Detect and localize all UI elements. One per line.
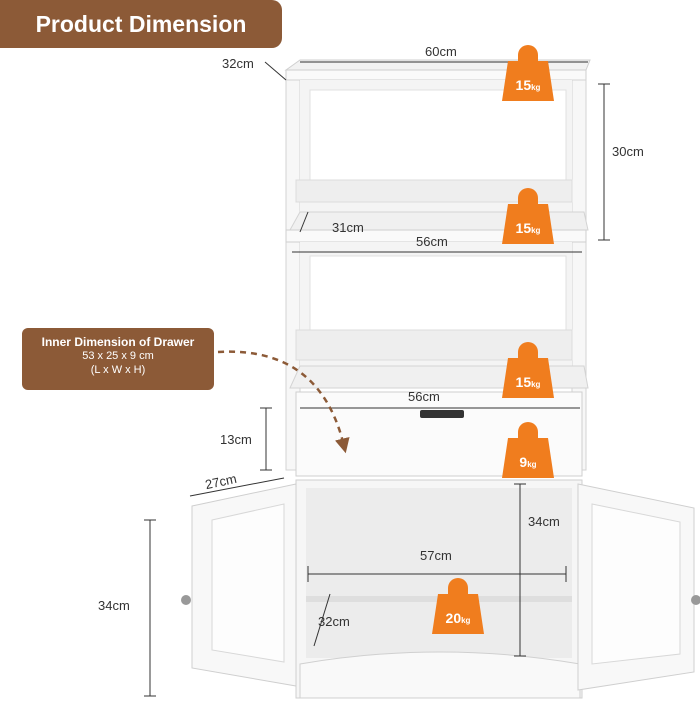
upper-shelf-lip — [295, 179, 573, 203]
weight-drawer-unit: kg — [527, 460, 537, 469]
drawer-info-size: 53 x 25 x 9 cm — [82, 350, 154, 362]
weight-middle-value: 15 — [515, 220, 532, 236]
weight-middle-unit: kg — [531, 226, 541, 235]
drawer-handle — [420, 410, 464, 418]
drawer-info-box: Inner Dimension of Drawer 53 x 25 x 9 cm… — [22, 328, 214, 390]
page-title: Product Dimension — [0, 0, 282, 48]
drawer-height-label: 13cm — [220, 432, 252, 447]
top-width-label: 60cm — [425, 44, 457, 59]
drawer-info-title: Inner Dimension of Drawer — [41, 335, 195, 349]
weight-lower-unit: kg — [531, 380, 541, 389]
weight-cabinet-value: 20 — [445, 610, 462, 626]
weight-cabinet: 20kg — [435, 599, 481, 639]
right-door-knob — [691, 595, 700, 605]
left-door-knob — [181, 595, 191, 605]
shelf-height-label: 30cm — [612, 144, 644, 159]
weight-lower: 15kg — [505, 363, 551, 403]
weight-badge-middle — [502, 188, 554, 244]
weight-badge-top — [502, 45, 554, 101]
weight-drawer-value: 9 — [519, 454, 528, 470]
shelf-depth-label: 31cm — [332, 220, 364, 235]
weight-badge-drawer — [502, 422, 554, 478]
drawer-info-axes: (L x W x H) — [90, 364, 146, 376]
weight-badge-lower — [502, 342, 554, 398]
weight-badges — [432, 45, 554, 634]
weight-top: 15kg — [505, 66, 551, 106]
weight-drawer: 9kg — [505, 443, 551, 483]
cabinet-inner-height-label: 34cm — [528, 514, 560, 529]
weight-top-unit: kg — [531, 83, 541, 92]
cabinet-height-label: 34cm — [98, 598, 130, 613]
middle-opening — [309, 255, 567, 335]
cabinet-inner-depth-label: 32cm — [318, 614, 350, 629]
weight-middle: 15kg — [505, 209, 551, 249]
weight-top-value: 15 — [515, 77, 532, 93]
right-door-panel — [591, 503, 681, 665]
top-depth-label: 32cm — [222, 56, 254, 71]
left-door-panel — [211, 503, 285, 663]
cabinet-base-arch — [299, 651, 581, 699]
cabinet-inner-width-label: 57cm — [420, 548, 452, 563]
drawer-width-label: 56cm — [408, 389, 440, 404]
dimension-lines — [144, 61, 610, 697]
weight-badge-cabinet — [432, 578, 484, 634]
weight-cabinet-unit: kg — [461, 616, 471, 625]
weight-lower-value: 15 — [515, 374, 532, 390]
drawer-pointer-arrow — [217, 350, 350, 454]
shelf-width-label: 56cm — [416, 234, 448, 249]
